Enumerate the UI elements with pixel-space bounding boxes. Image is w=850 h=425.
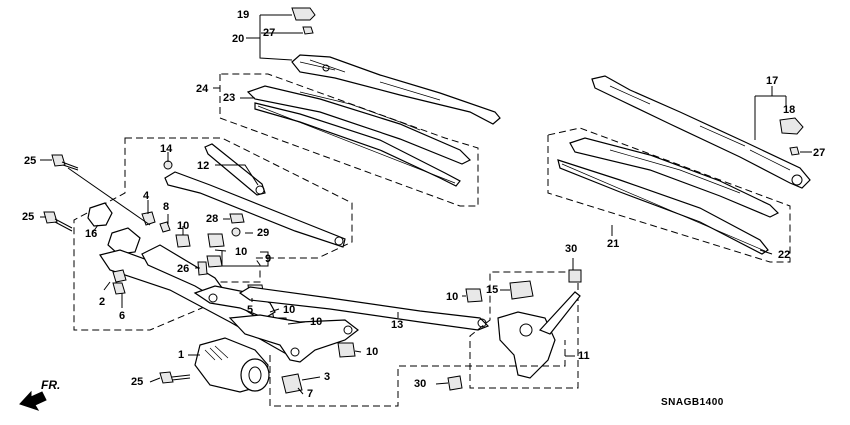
pivot-right [447,269,582,391]
callout-16: 16 [85,228,98,240]
callout-10: 10 [235,246,248,258]
callout-14: 14 [160,143,173,155]
callout-2: 2 [99,296,106,308]
callout-15: 15 [486,284,499,296]
callout-1: 1 [178,349,185,361]
callout-12: 12 [197,160,210,172]
callout-13: 13 [391,319,404,331]
callout-29: 29 [257,227,270,239]
callout-8: 8 [163,201,170,213]
wiper-motor-1 [194,337,566,407]
callout-6: 6 [119,310,126,322]
callout-26: 26 [177,263,190,275]
cap-19 [291,7,316,21]
callout-7: 7 [307,388,314,400]
callout-27: 27 [813,147,826,159]
driver-wiper-arm [591,75,811,189]
nut-27a [302,26,314,35]
callout-5: 5 [247,304,254,316]
callout-25: 25 [24,155,37,167]
passenger-wiper-blade [219,73,479,207]
callout-4: 4 [143,190,150,202]
callout-27: 27 [263,27,276,39]
callout-11: 11 [578,350,590,362]
callout-10: 10 [177,220,190,232]
callout-30: 30 [414,378,427,390]
callout-20: 20 [232,33,245,45]
leader-lines [40,14,812,395]
passenger-wiper-arm [291,7,501,125]
callout-25: 25 [22,211,35,223]
callout-10: 10 [446,291,459,303]
callout-19: 19 [237,9,250,21]
callout-17: 17 [766,75,779,87]
front-direction-arrow-icon [19,390,47,411]
link-rod-12 [163,143,346,248]
callout-25: 25 [131,376,144,388]
callout-24: 24 [196,83,209,95]
diagram-code: SNAGB1400 [661,397,724,408]
bolts [43,154,191,384]
callout-28: 28 [206,213,219,225]
linkage-assembly-frame [73,137,353,331]
callout-21: 21 [607,238,620,250]
crank-arm-3 [193,285,359,363]
nut-27b [789,146,800,156]
callout-10: 10 [310,316,323,328]
callout-9: 9 [265,253,272,265]
callout-30: 30 [565,243,578,255]
bushing-15 [509,280,534,300]
driver-wiper-blade [547,127,791,263]
callout-10: 10 [283,304,296,316]
callout-22: 22 [778,249,791,261]
callout-10: 10 [366,346,379,358]
cap-18 [779,117,804,135]
callout-18: 18 [783,104,796,116]
front-direction-label: FR. [41,378,61,392]
callout-3: 3 [324,371,331,383]
callout-23: 23 [223,92,236,104]
